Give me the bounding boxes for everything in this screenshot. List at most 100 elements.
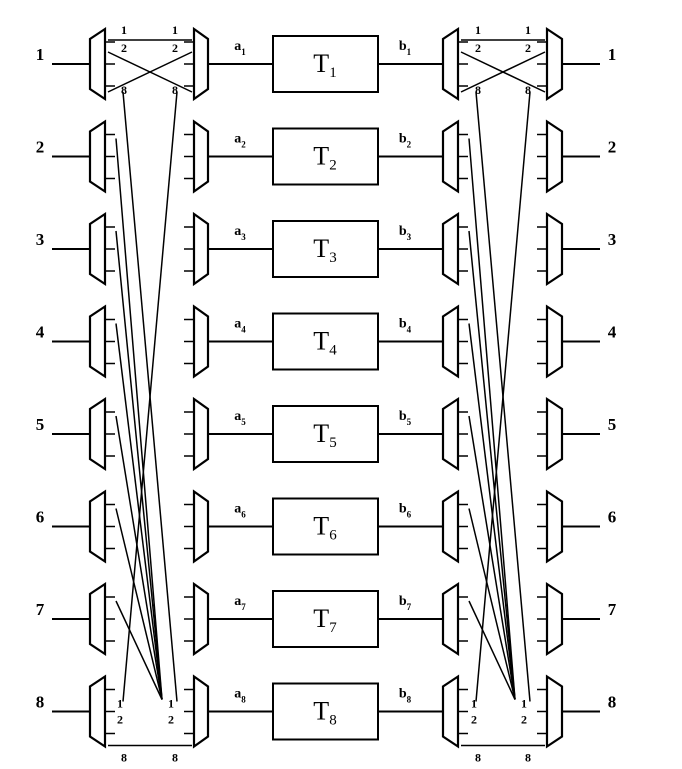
left-top-pin-first-a: 1 (121, 23, 127, 37)
block-label-8: T8 (313, 697, 336, 729)
left-demux-1 (88, 26, 107, 102)
left-demux-4 (88, 304, 107, 379)
left-port-number-3: 3 (36, 230, 45, 249)
block-T-8 (272, 682, 379, 741)
left-network-fan-3 (115, 323, 163, 700)
right-top-pin-first-a: 1 (475, 23, 481, 37)
left-network-cross-b (107, 51, 193, 93)
right-mux-7 (545, 581, 564, 657)
left-network-fan-2 (115, 230, 163, 700)
signal-a-label-1: a1 (234, 39, 246, 57)
block-label-7: T7 (313, 604, 337, 636)
left-bottom-pin-second-a: 2 (117, 713, 123, 727)
right-network-cross-b (460, 51, 546, 93)
left-network-fan-6 (115, 600, 163, 700)
right-mux-1 (545, 26, 564, 102)
signal-a-label-8: a8 (234, 687, 246, 705)
right-top-pin-last-b: 8 (525, 83, 531, 97)
right-bottom-pin-last-b: 8 (525, 751, 531, 765)
switch-elements (88, 26, 564, 749)
right-mux-4 (545, 304, 564, 379)
right-network-fan-4 (468, 415, 516, 700)
left-port-number-7: 7 (36, 600, 45, 619)
signal-a-label-3: a3 (234, 224, 246, 242)
left-bottom-pin-first-b: 1 (168, 697, 174, 711)
left-bottom-pin-second-b: 2 (168, 713, 174, 727)
signal-b-label-8: b8 (399, 687, 412, 705)
right-demux-6 (441, 489, 460, 564)
block-label-6: T6 (313, 512, 337, 544)
right-network-fan-1 (468, 138, 516, 700)
left-network-fan-5 (115, 508, 163, 700)
block-T-5 (272, 405, 379, 463)
right-mux-2 (545, 119, 564, 194)
right-mux-5 (545, 396, 564, 472)
left-top-pin-second-b: 2 (172, 41, 178, 55)
right-network-long-diag-b (475, 91, 531, 702)
left-port-number-2: 2 (36, 138, 45, 157)
right-bottom-pin-first-b: 1 (521, 697, 527, 711)
right-network-fan-6 (468, 600, 516, 700)
block-T-6 (272, 497, 379, 556)
signal-b-label-5: b5 (399, 409, 412, 427)
signal-a-label-2: a2 (234, 132, 246, 150)
right-port-number-4: 4 (608, 323, 617, 342)
signal-b-label-4: b4 (399, 317, 412, 335)
left-mux-7 (192, 581, 210, 657)
left-top-pin-first-b: 1 (172, 23, 178, 37)
right-bottom-pin-second-a: 2 (471, 713, 477, 727)
left-mux-6 (192, 489, 210, 564)
right-port-number-2: 2 (608, 138, 617, 157)
right-port-number-6: 6 (608, 508, 617, 527)
left-demux-8 (88, 674, 107, 749)
block-T-4 (272, 312, 379, 371)
right-demux-7 (441, 581, 460, 657)
right-bottom-pin-second-b: 2 (521, 713, 527, 727)
left-port-number-8: 8 (36, 693, 45, 712)
signal-a-label-6: a6 (234, 502, 246, 520)
right-network-fan-3 (468, 323, 516, 700)
left-demux-2 (88, 119, 107, 194)
block-T-3 (272, 220, 379, 278)
right-port-number-7: 7 (608, 600, 617, 619)
block-T-1 (272, 35, 379, 93)
left-mux-2 (192, 119, 210, 194)
signal-b-label-6: b6 (399, 502, 412, 520)
left-mux-5 (192, 396, 210, 472)
left-bottom-pin-first-a: 1 (117, 697, 123, 711)
right-top-pin-second-a: 2 (475, 41, 481, 55)
left-top-pin-last-b: 8 (172, 83, 178, 97)
left-port-number-6: 6 (36, 508, 45, 527)
right-port-number-8: 8 (608, 693, 617, 712)
right-port-number-1: 1 (608, 45, 617, 64)
right-network-fan-2 (468, 230, 516, 700)
block-label-3: T3 (313, 234, 336, 266)
signal-a-label-5: a5 (234, 409, 246, 427)
left-bottom-pin-last-b: 8 (172, 751, 178, 765)
signal-a-label-7: a7 (234, 594, 246, 612)
connection-wires (52, 39, 600, 747)
left-network-fan-4 (115, 415, 163, 700)
left-port-number-1: 1 (36, 45, 45, 64)
right-port-number-3: 3 (608, 230, 617, 249)
signal-b-label-3: b3 (399, 224, 412, 242)
left-network-long-diag-b (122, 91, 178, 702)
left-bottom-pin-last-a: 8 (121, 751, 127, 765)
left-demux-6 (88, 489, 107, 564)
right-demux-3 (441, 211, 460, 287)
right-bottom-pin-first-a: 1 (471, 697, 477, 711)
signal-b-label-1: b1 (399, 39, 412, 57)
block-T-2 (272, 127, 379, 186)
left-mux-1 (192, 26, 210, 102)
right-mux-3 (545, 211, 564, 287)
left-network-fan-1 (115, 138, 163, 700)
left-top-pin-second-a: 2 (121, 41, 127, 55)
left-top-pin-last-a: 8 (121, 83, 127, 97)
right-port-number-5: 5 (608, 415, 617, 434)
block-label-4: T4 (313, 327, 337, 359)
left-port-number-4: 4 (36, 323, 45, 342)
left-mux-8 (192, 674, 210, 749)
signal-b-label-7: b7 (399, 594, 412, 612)
